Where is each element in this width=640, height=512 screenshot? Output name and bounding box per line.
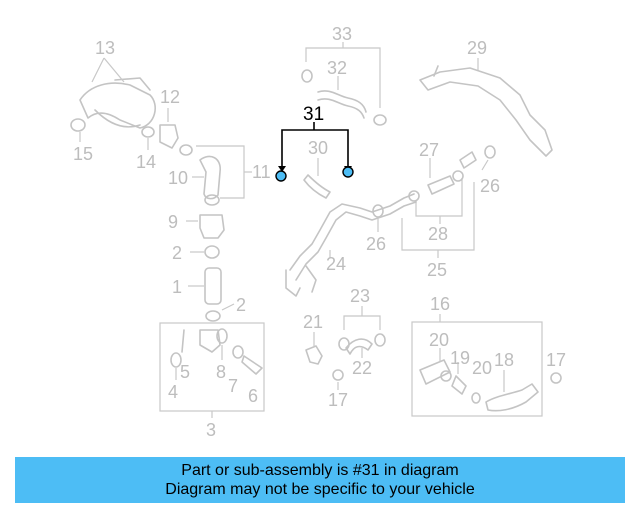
- part-1-hose: [188, 267, 222, 305]
- callout-1: 1: [172, 277, 182, 297]
- callout-14: 14: [136, 152, 156, 172]
- callout-17-center: 17: [328, 390, 348, 410]
- callout-29: 29: [467, 38, 487, 58]
- part-17-clamp-center: [332, 369, 344, 390]
- callout-8: 8: [216, 362, 226, 382]
- callout-32: 32: [327, 58, 347, 78]
- callout-27: 27: [419, 140, 439, 160]
- part-30-hose: [303, 158, 331, 199]
- callout-2-upper: 2: [172, 243, 182, 263]
- callout-6: 6: [248, 386, 258, 406]
- callout-2-lower: 2: [236, 295, 246, 315]
- callout-4: 4: [168, 382, 178, 402]
- callout-9: 9: [168, 212, 178, 232]
- callout-21: 21: [303, 312, 323, 332]
- callout-31: 31: [303, 104, 324, 125]
- part-27-valve: [427, 145, 496, 195]
- banner-line-1: Part or sub-assembly is #31 in diagram: [181, 462, 459, 479]
- part-2-clamp-lower: [205, 303, 235, 322]
- callout-22: 22: [352, 358, 372, 378]
- part-13-hose-group: [79, 57, 156, 129]
- callout-16: 16: [430, 294, 450, 314]
- callout-33: 33: [332, 24, 352, 44]
- callout-26-right: 26: [480, 176, 500, 196]
- callout-19: 19: [450, 348, 470, 368]
- callout-24: 24: [326, 254, 346, 274]
- part-12-fitting: [159, 108, 179, 149]
- callout-3: 3: [206, 420, 216, 440]
- part-15-clamp: [70, 118, 86, 142]
- part-14-clamp: [141, 126, 155, 150]
- part-22-hose: [345, 338, 373, 358]
- callout-17-right: 17: [546, 350, 566, 370]
- part-28-bracket: [408, 170, 464, 224]
- callout-25: 25: [427, 260, 447, 280]
- callout-13: 13: [95, 38, 115, 58]
- part-21-connector: [305, 332, 323, 365]
- callout-30: 30: [308, 138, 328, 158]
- part-31-highlight: [275, 122, 354, 182]
- part-25-bracket: [401, 182, 475, 258]
- callout-12: 12: [160, 87, 180, 107]
- part-16-kit-box: [411, 314, 543, 417]
- banner-line-2: Diagram may not be specific to your vehi…: [165, 481, 475, 498]
- part-26-clamp-right: [481, 159, 489, 171]
- callout-5: 5: [180, 362, 190, 382]
- callout-28: 28: [428, 224, 448, 244]
- part-32-hose: [317, 76, 367, 119]
- callout-11: 11: [252, 162, 271, 182]
- callout-7: 7: [228, 376, 238, 396]
- part-33-bracket: [301, 42, 387, 126]
- callout-20-right: 20: [472, 358, 492, 378]
- callout-10: 10: [168, 168, 188, 188]
- part-9-connector: [186, 194, 225, 239]
- callout-15: 15: [73, 144, 93, 164]
- part-11-bracket: [196, 145, 252, 199]
- part-17-clamp-right: [550, 372, 562, 384]
- info-banner: Part or sub-assembly is #31 in diagram D…: [15, 457, 625, 503]
- part-2-clamp-upper: [190, 245, 220, 259]
- part-26-clamp-center: [372, 204, 384, 232]
- part-29-pipe: [419, 58, 553, 157]
- callout-26-center: 26: [366, 234, 386, 254]
- callout-18: 18: [494, 350, 514, 370]
- part-10-hose: [179, 144, 221, 200]
- part-24-pipe: [285, 193, 417, 297]
- part-23-bracket: [338, 306, 386, 351]
- callout-20-left: 20: [429, 330, 449, 350]
- callout-23: 23: [350, 286, 370, 306]
- part-3-kit-box: [159, 322, 265, 418]
